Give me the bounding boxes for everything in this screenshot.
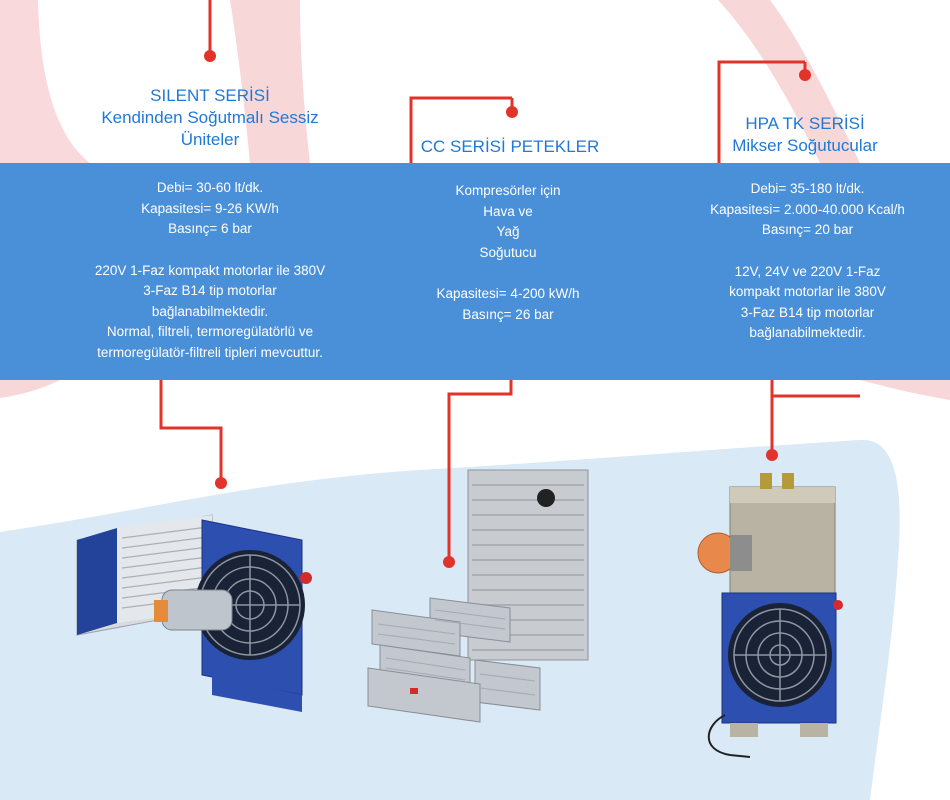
connector-dot: [766, 449, 778, 461]
hpa-series-specs: Debi= 35-180 lt/dk. Kapasitesi= 2.000-40…: [710, 181, 905, 340]
connector-dot: [215, 477, 227, 489]
mixer-cooler-unit-icon: [697, 473, 843, 758]
radiator-cores-icon: [367, 469, 589, 723]
hpa-series-title: HPA TK SERİSİ Mikser Soğutucular: [732, 114, 878, 155]
connector-dot: [799, 69, 811, 81]
info-band: [0, 163, 950, 380]
pink-swoosh-right: [718, 0, 860, 163]
oil-cooler-unit-icon: [76, 514, 312, 712]
connector-dot: [204, 50, 216, 62]
pink-swoosh-left: [0, 0, 90, 163]
cc-series-specs: Kompresörler için Hava ve Yağ Soğutucu K…: [436, 183, 580, 322]
connector-dot: [506, 106, 518, 118]
pink-swoosh-right-lower: [860, 380, 950, 400]
silent-series-title: SILENT SERİSİ Kendinden Soğutmalı Sessiz…: [101, 86, 319, 149]
pink-swoosh-top: [230, 0, 310, 163]
connector-dot: [443, 556, 455, 568]
pink-swoosh-left-lower: [0, 380, 60, 398]
silent-series-specs: Debi= 30-60 lt/dk. Kapasitesi= 9-26 KW/h…: [94, 180, 326, 360]
cc-series-title: CC SERİSİ PETEKLER: [420, 137, 600, 156]
